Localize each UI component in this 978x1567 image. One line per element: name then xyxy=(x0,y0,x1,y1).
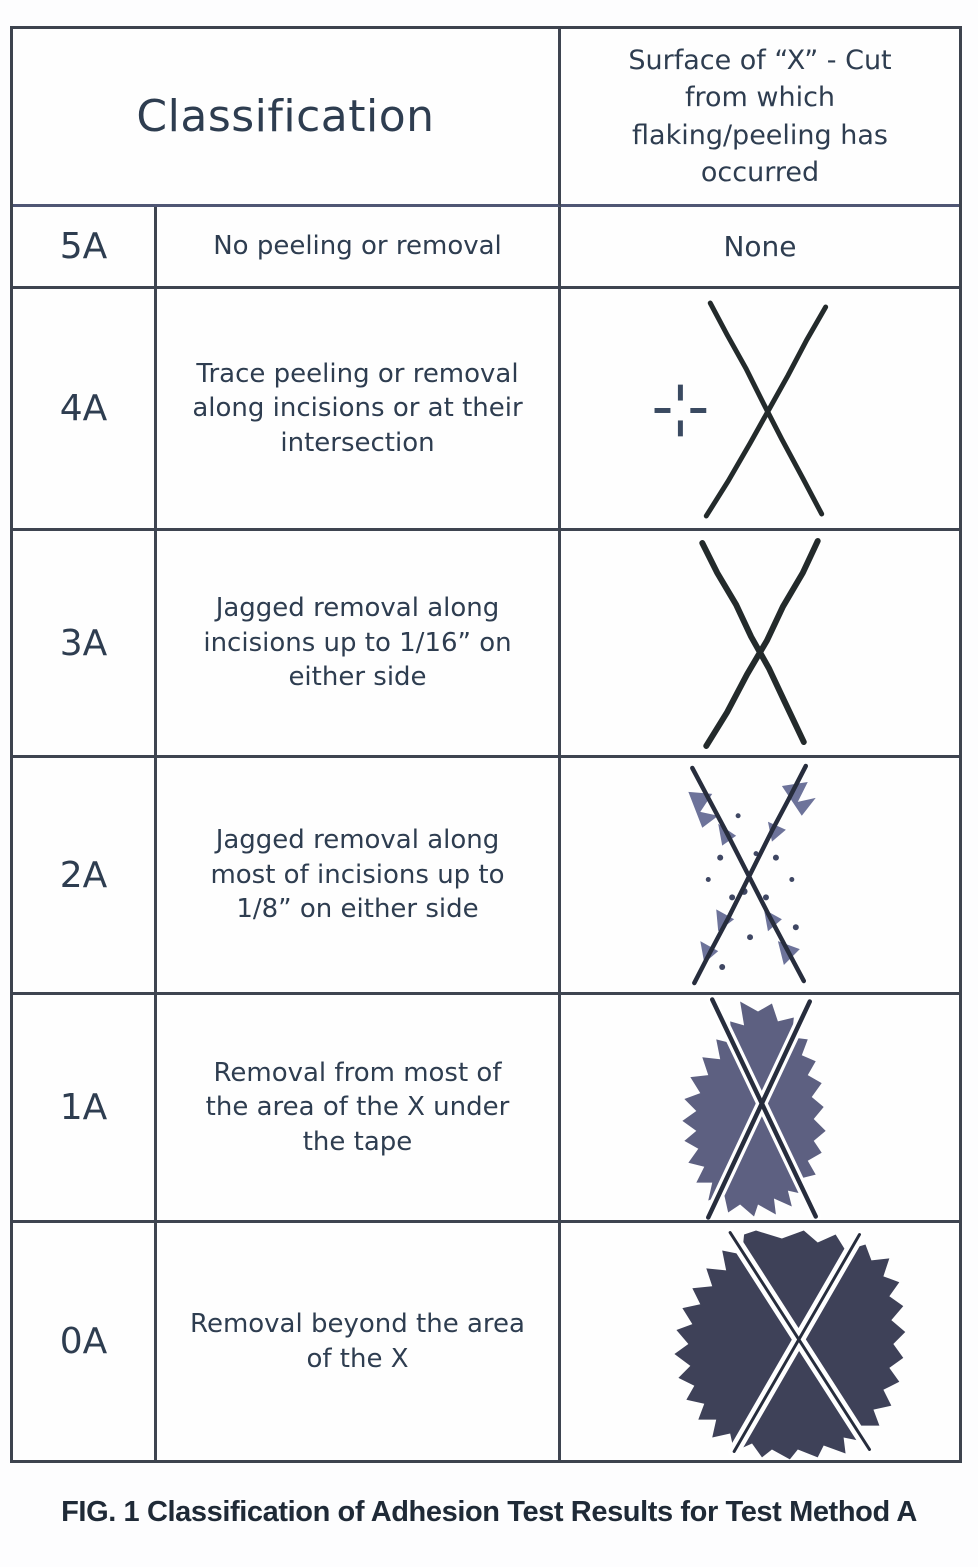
figure-caption: FIG. 1 Classification of Adhesion Test R… xyxy=(61,1496,917,1528)
row-0a-code-cell: 0A xyxy=(13,1223,157,1460)
row-0a-description-cell: Removal beyond the area of the X xyxy=(157,1223,561,1460)
row-5a-surface-value: None xyxy=(723,230,797,263)
row-0a-code: 0A xyxy=(59,1321,108,1362)
surface-header-cell: Surface of “X” - Cut from which flaking/… xyxy=(561,29,959,207)
row-0a-surface-cell xyxy=(561,1223,959,1460)
row-1a-description: Removal from most of the area of the X u… xyxy=(205,1057,510,1157)
classification-header-label: Classification xyxy=(136,91,435,142)
row-3a-surface-cell xyxy=(561,531,959,758)
row-0a-description: Removal beyond the area of the X xyxy=(190,1308,525,1374)
x-cut-most-area-removed-illustration xyxy=(682,995,826,1220)
crosshair-mark xyxy=(654,384,707,437)
row-4a-surface-cell xyxy=(561,289,959,531)
x-cut-jagged-flaking-illustration xyxy=(688,763,816,986)
flake-flecks xyxy=(705,813,799,971)
row-5a-description-cell: No peeling or removal xyxy=(157,207,561,289)
row-4a-code-cell: 4A xyxy=(13,289,157,531)
classification-header-cell: Classification xyxy=(13,29,561,207)
row-3a-code-cell: 3A xyxy=(13,531,157,758)
x-cut-jagged-light-illustration xyxy=(699,538,821,749)
row-5a-description: No peeling or removal xyxy=(213,231,502,262)
adhesion-classification-table: Classification Surface of “X” - Cut from… xyxy=(10,26,962,1463)
row-5a-code: 5A xyxy=(59,226,108,267)
x-cut-removal-beyond-illustration xyxy=(674,1226,906,1460)
row-2a-code-cell: 2A xyxy=(13,758,157,995)
row-4a-description: Trace peeling or removal along incisions… xyxy=(192,358,523,458)
row-1a-code-cell: 1A xyxy=(13,995,157,1223)
row-4a-code: 4A xyxy=(59,388,108,429)
row-4a-description-cell: Trace peeling or removal along incisions… xyxy=(157,289,561,531)
row-2a-description: Jagged removal along most of incisions u… xyxy=(210,825,505,925)
row-1a-code: 1A xyxy=(59,1087,108,1128)
x-cut-trace-illustration xyxy=(654,300,829,519)
row-2a-description-cell: Jagged removal along most of incisions u… xyxy=(157,758,561,995)
surface-header-label: Surface of “X” - Cut from which flaking/… xyxy=(628,45,892,188)
row-3a-description: Jagged removal along incisions up to 1/1… xyxy=(203,593,512,693)
row-2a-surface-cell xyxy=(561,758,959,995)
row-1a-description-cell: Removal from most of the area of the X u… xyxy=(157,995,561,1223)
row-5a-code-cell: 5A xyxy=(13,207,157,289)
row-1a-surface-cell xyxy=(561,995,959,1223)
row-5a-surface-cell: None xyxy=(561,207,959,289)
row-2a-code: 2A xyxy=(59,854,108,896)
row-3a-code: 3A xyxy=(59,622,108,664)
row-3a-description-cell: Jagged removal along incisions up to 1/1… xyxy=(157,531,561,758)
